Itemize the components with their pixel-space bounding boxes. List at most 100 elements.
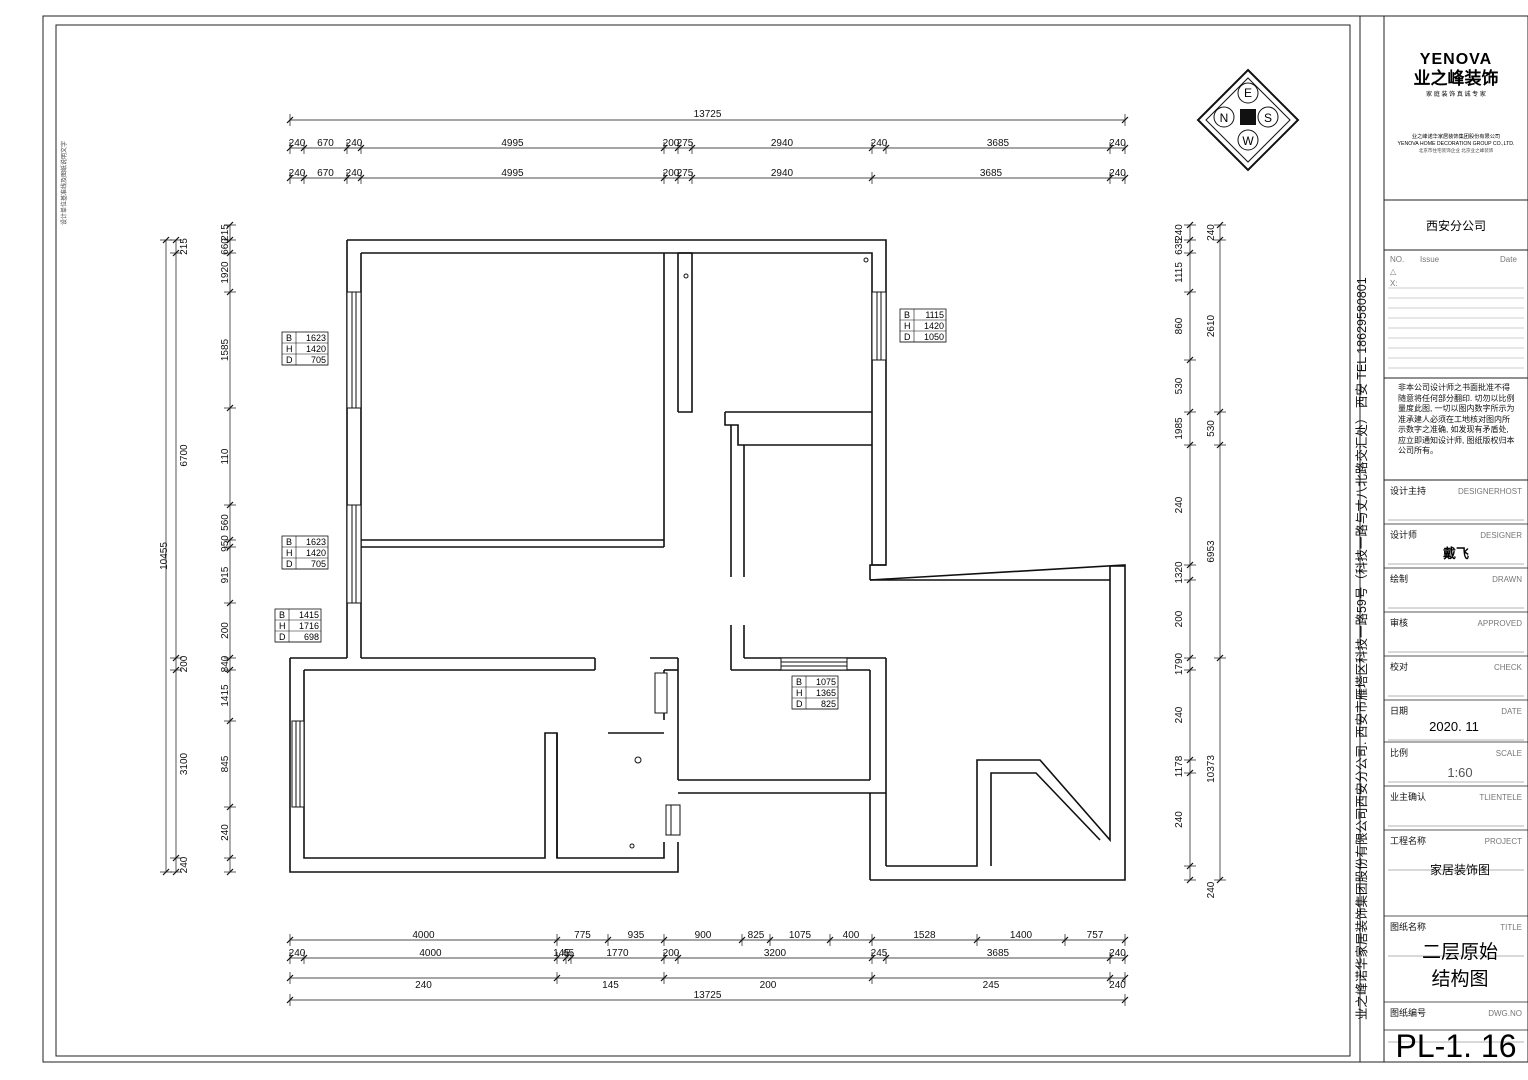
dim-bottom-total: 13725 (286, 990, 1129, 1006)
dim-label: 860 (1174, 317, 1185, 334)
title-block-label: 设计师 (1390, 529, 1417, 540)
title-block-label-en: DESIGNERHOST (1458, 487, 1522, 496)
title-block-label: 图纸编号 (1390, 1007, 1426, 1018)
logo-slogan: 家 庭 装 饰 真 诚 专 家 (1426, 90, 1486, 98)
dim-label: 1585 (220, 338, 231, 361)
dim-label: 2610 (1206, 314, 1217, 337)
window-value: 1075 (816, 677, 836, 687)
dim-label: 3200 (764, 948, 787, 959)
dim-label: 240 (871, 138, 888, 149)
window-key: H (279, 621, 286, 631)
title-block-label: 审核 (1390, 617, 1408, 628)
dim-label: 240 (179, 856, 190, 873)
dim-label: 240 (1109, 168, 1126, 179)
title-block-label: 比例 (1390, 747, 1408, 758)
compass-e: E (1244, 86, 1252, 100)
rev-triangle: △ (1390, 267, 1397, 276)
title-block-label: 设计主持 (1390, 485, 1426, 496)
dim-label: 1920 (220, 261, 231, 284)
title-block: 业之峰诺华家居装饰集团股份有限公司西安分公司. 西安市雁塔区科技一路59号（科技… (1354, 15, 1528, 1064)
dim-label: 240 (1109, 948, 1126, 959)
dim-label: 240 (415, 980, 432, 991)
window-key: D (796, 699, 803, 709)
dim-label: 1178 (1174, 755, 1185, 777)
left-margin-note: 设计单位基准线及图纸说明文字 (60, 141, 68, 225)
window-key: B (279, 610, 285, 620)
dim-label: 65 (563, 948, 575, 959)
title-block-label: 校对 (1390, 661, 1408, 672)
title-value-2: 结构图 (1431, 968, 1488, 990)
dim-label: 240 (1109, 980, 1126, 991)
company-vertical-text: 业之峰诺华家居装饰集团股份有限公司西安分公司. 西安市雁塔区科技一路59号（科技… (1354, 277, 1369, 1020)
window-key: B (286, 537, 292, 547)
dim-label: 200 (760, 980, 777, 991)
dim-label: 200 (663, 138, 680, 149)
dim-label: 240 (289, 948, 306, 959)
window-value: 705 (311, 355, 326, 365)
window-value: 1420 (306, 548, 326, 558)
dim-label: 1075 (789, 930, 812, 941)
dim-label: 240 (1174, 811, 1185, 828)
company-line-3: 北京市住宅装饰企业 北京业之峰装饰 (1419, 147, 1494, 154)
dim-label: 1400 (1010, 930, 1033, 941)
dim-label: 2940 (771, 168, 794, 179)
dim-label: 145 (553, 948, 570, 959)
title-block-label-en: TITLE (1500, 923, 1522, 932)
window-value: 698 (304, 632, 319, 642)
window-key: D (286, 559, 293, 569)
title-block-label-en: DATE (1501, 707, 1522, 716)
dim-label: 10455 (159, 542, 170, 570)
window-value: 1623 (306, 333, 326, 343)
dim-label: 4995 (501, 168, 524, 179)
copyright-notice: 非本公司设计师之书面批准不得随意将任何部分翻印. 切勿以比例量度此图, 一切以图… (1398, 383, 1515, 455)
dim-label: 635 (1174, 238, 1185, 255)
window-value: 1365 (816, 688, 836, 698)
window-key: D (904, 332, 911, 342)
dim-label: 240 (1174, 706, 1185, 723)
dim-label: 240 (346, 138, 363, 149)
window-symbols (291, 291, 887, 836)
dim-label: 1770 (606, 948, 629, 959)
window-value: 1115 (925, 310, 944, 320)
dim-label: 240 (1174, 224, 1185, 241)
dim-left-total: 10455 (159, 236, 172, 876)
compass-s: S (1264, 111, 1272, 125)
dim-label: 915 (220, 566, 231, 583)
window-value: 1716 (299, 621, 319, 631)
fixtures (629, 257, 869, 849)
dim-label: 4000 (419, 948, 442, 959)
dim-label: 530 (1206, 420, 1217, 437)
dim-label: 950 (220, 535, 231, 552)
dim-label: 145 (602, 980, 619, 991)
dim-label: 1415 (220, 684, 231, 707)
window-value: 825 (821, 699, 836, 709)
dim-label: 200 (1174, 610, 1185, 627)
dim-label: 4000 (412, 930, 435, 941)
dim-label: 215 (220, 224, 231, 241)
dim-label: 1320 (1174, 561, 1185, 584)
dim-label: 400 (843, 930, 860, 941)
compass-n: N (1220, 111, 1229, 125)
dim-label: 245 (983, 980, 1000, 991)
dim-label: 3685 (987, 948, 1010, 959)
window-key: H (286, 344, 293, 354)
title-block-label-en: DESIGNER (1480, 531, 1522, 540)
title-block-label: 业主确认 (1390, 791, 1426, 802)
dim-label: 200 (220, 622, 231, 639)
dim-label: 670 (317, 138, 334, 149)
dim-label: 3100 (179, 752, 190, 775)
compass-w: W (1242, 134, 1254, 148)
dim-left-inner: 2156601920158511056095091520084014158452… (220, 221, 236, 876)
dim-label: 900 (695, 930, 712, 941)
dim-label: 775 (574, 930, 591, 941)
dwg-number: PL-1. 16 (1396, 1028, 1517, 1064)
project-value: 家居装饰图 (1430, 862, 1490, 877)
title-block-label: 图纸名称 (1390, 921, 1426, 932)
dim-label: 245 (871, 948, 888, 959)
dim-label: 660 (220, 238, 231, 255)
